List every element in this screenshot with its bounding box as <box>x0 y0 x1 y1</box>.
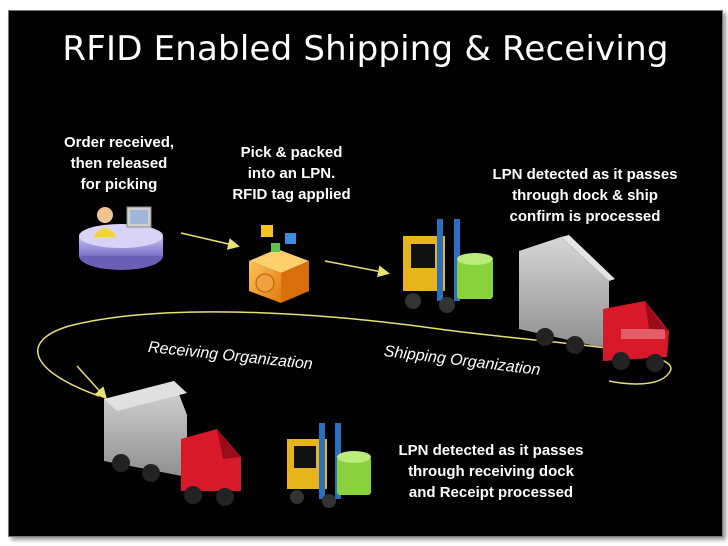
slide-title: RFID Enabled Shipping & Receiving <box>62 29 669 69</box>
desk-worker-icon <box>79 206 163 270</box>
step-ship-detect-label: LPN detected as it passes through dock &… <box>475 164 695 227</box>
delivery-truck-icon <box>519 235 669 372</box>
arrow-order-to-pick <box>180 232 240 250</box>
label-line: Order received, <box>63 134 175 151</box>
label-line: confirm is processed <box>509 208 661 225</box>
package-box-icon <box>249 225 309 303</box>
label-line: then released <box>70 155 168 172</box>
delivery-truck-icon <box>104 381 241 506</box>
step-receive-detect-label: LPN detected as it passes through receiv… <box>381 440 601 503</box>
label-line: RFID tag applied <box>232 186 351 203</box>
arrow-pick-to-ship <box>324 260 390 278</box>
step-pick-label: Pick & packed into an LPN. RFID tag appl… <box>219 142 364 205</box>
label-line: LPN detected as it passes <box>492 166 678 183</box>
label-line: into an LPN. <box>247 165 336 182</box>
step-order-label: Order received, then released for pickin… <box>49 132 189 195</box>
label-line: LPN detected as it passes <box>398 442 584 459</box>
forklift-icon <box>287 423 371 508</box>
diagram-art <box>37 206 672 508</box>
label-line: through receiving dock <box>408 463 574 480</box>
flow-loop-line <box>37 311 672 397</box>
label-line: and Receipt processed <box>408 484 574 501</box>
label-line: Pick & packed <box>240 144 343 161</box>
slide: RFID Enabled Shipping & Receiving <box>8 10 723 537</box>
receiving-arrow <box>76 365 108 400</box>
label-line: for picking <box>80 176 158 193</box>
forklift-icon <box>403 219 493 313</box>
label-line: through dock & ship <box>512 187 658 204</box>
